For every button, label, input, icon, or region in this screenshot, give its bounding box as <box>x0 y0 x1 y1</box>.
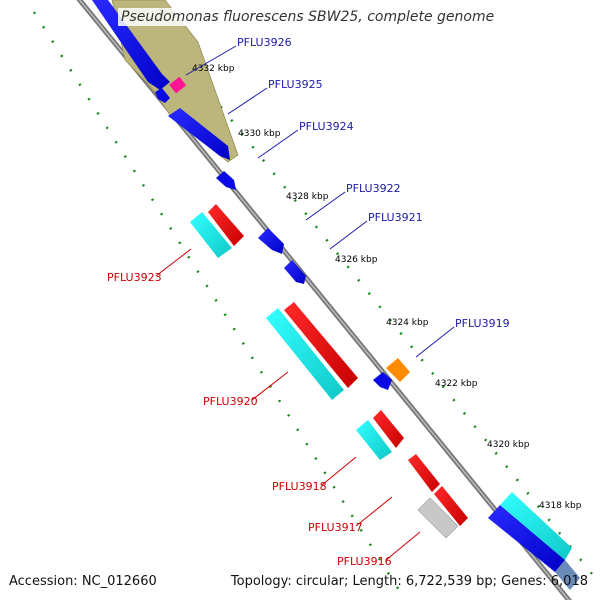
gene-label[interactable]: PFLU3924 <box>299 120 354 133</box>
gene-label[interactable]: PFLU3918 <box>272 480 327 493</box>
ruler-label: 4332 kbp <box>192 64 235 74</box>
gene-reverse[interactable] <box>208 204 244 246</box>
label-leader <box>415 326 455 358</box>
gene-label[interactable]: PFLU3916 <box>337 555 392 568</box>
gene-label[interactable]: PFLU3926 <box>237 36 292 49</box>
gene-forward[interactable] <box>155 88 170 103</box>
gene-forward[interactable] <box>488 505 565 572</box>
cds-cyan[interactable] <box>356 420 392 460</box>
lower-features <box>190 204 468 539</box>
lower-gene-labels: PFLU3923 PFLU3920 PFLU3918 PFLU3917 PFLU… <box>107 248 421 568</box>
label-leader <box>329 220 368 250</box>
gene-steel[interactable] <box>555 560 580 590</box>
gene-pink[interactable] <box>169 76 187 94</box>
gene-reverse[interactable] <box>284 302 358 388</box>
ruler-labels: 4332 kbp 4330 kbp 4328 kbp 4326 kbp 4324… <box>192 64 582 511</box>
gene-label[interactable]: PFLU3920 <box>203 395 258 408</box>
cds-cyan[interactable] <box>190 212 232 258</box>
gene-label[interactable]: PFLU3923 <box>107 271 162 284</box>
label-leader <box>355 496 393 527</box>
gene-label[interactable]: PFLU3922 <box>346 182 401 195</box>
label-leader <box>305 191 346 221</box>
label-leader <box>227 87 268 115</box>
ruler-label: 4326 kbp <box>335 255 378 265</box>
cds-cyan[interactable] <box>266 308 344 400</box>
gene-label[interactable]: PFLU3919 <box>455 317 510 330</box>
ruler-label: 4318 kbp <box>539 501 582 511</box>
label-leader <box>155 248 192 277</box>
upper-gene-labels: PFLU3926 PFLU3925 PFLU3924 PFLU3922 PFLU… <box>185 36 510 358</box>
gene-forward[interactable] <box>168 108 230 160</box>
ruler-label: 4328 kbp <box>286 192 329 202</box>
ruler-label: 4320 kbp <box>487 440 530 450</box>
gene-label[interactable]: PFLU3921 <box>368 211 423 224</box>
ruler-track-left <box>32 11 406 599</box>
gene-forward[interactable] <box>92 0 170 90</box>
label-leader <box>251 371 289 401</box>
gene-label[interactable]: PFLU3925 <box>268 78 323 91</box>
gene-forward[interactable] <box>373 372 392 390</box>
accession-text: Accession: NC_012660 <box>9 574 157 589</box>
gene-reverse[interactable] <box>373 410 404 448</box>
label-leader <box>257 129 299 159</box>
ruler-label: 4324 kbp <box>386 318 429 328</box>
ruler-label: 4322 kbp <box>435 379 478 389</box>
label-leader <box>185 45 237 76</box>
gene-grey[interactable] <box>417 497 459 539</box>
gene-reverse[interactable] <box>434 486 468 526</box>
gene-forward[interactable] <box>216 171 236 190</box>
gene-forward[interactable] <box>258 228 284 254</box>
label-leader <box>385 531 421 561</box>
gene-forward[interactable] <box>284 260 306 284</box>
genome-info-text: Topology: circular; Length: 6,722,539 bp… <box>230 574 588 589</box>
map-title: Pseudomonas fluorescens SBW25, complete … <box>118 8 498 26</box>
upper-features <box>92 0 580 590</box>
cds-cyan[interactable] <box>500 492 572 560</box>
ruler-label: 4330 kbp <box>238 129 281 139</box>
gene-reverse[interactable] <box>408 454 440 492</box>
label-leader <box>321 456 357 486</box>
gene-label[interactable]: PFLU3917 <box>308 521 363 534</box>
gene-orange[interactable] <box>386 358 410 382</box>
